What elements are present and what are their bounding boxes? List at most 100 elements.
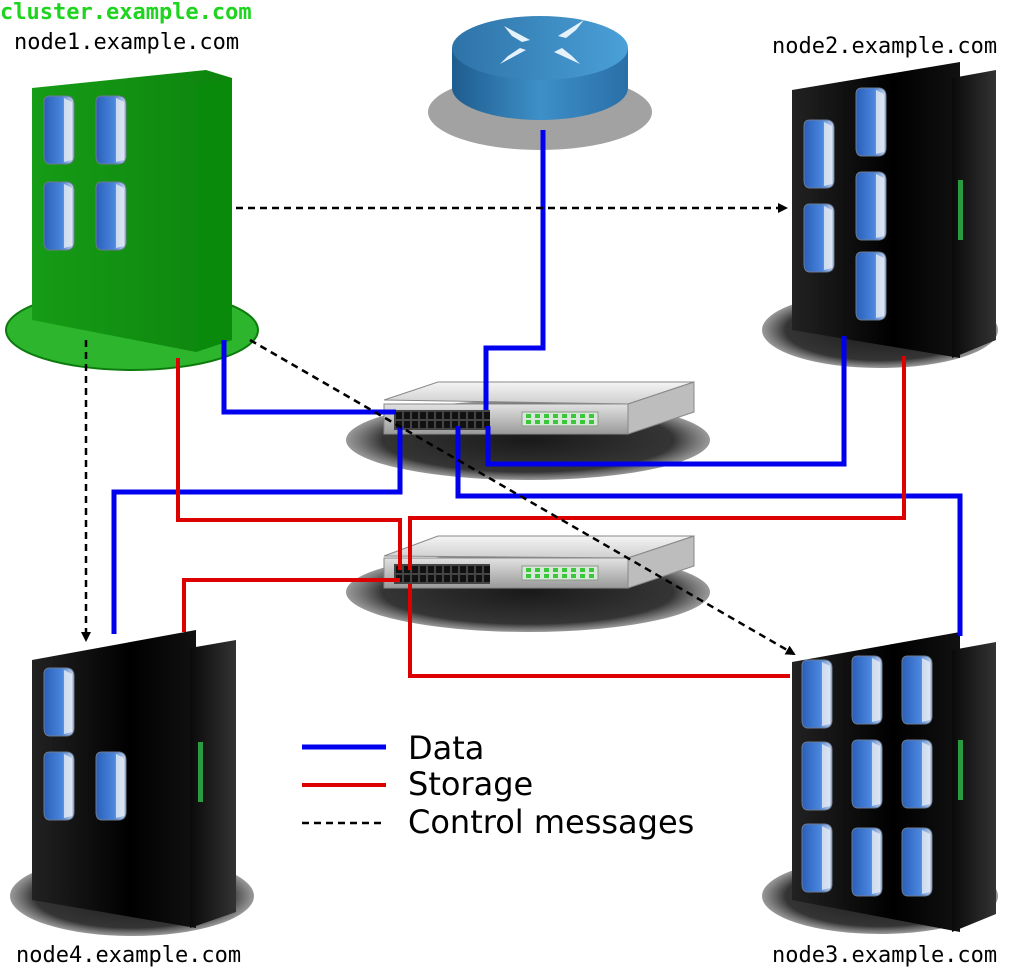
switch-led	[562, 414, 567, 418]
switch-led	[580, 414, 585, 418]
node2-label: node2.example.com	[772, 34, 997, 59]
switch-port	[484, 412, 490, 419]
switch-port	[476, 412, 482, 419]
node1-label: node1.example.com	[14, 30, 239, 55]
switch-led	[589, 420, 594, 424]
node3-label: node3.example.com	[772, 943, 997, 968]
switch-port	[444, 412, 450, 419]
switch-port	[452, 575, 458, 582]
node1-server-icon	[5, 70, 259, 371]
switch-port	[484, 566, 490, 573]
switch-port	[404, 412, 410, 419]
switch-led	[562, 420, 567, 424]
switch-port	[396, 421, 402, 428]
switch-port	[484, 575, 490, 582]
switch-port	[404, 566, 410, 573]
router-icon	[428, 16, 652, 150]
switch-port	[436, 421, 442, 428]
switch-port	[412, 421, 418, 428]
node4-server-icon	[10, 630, 254, 936]
switch-port	[412, 412, 418, 419]
data-link-node2-switch	[485, 336, 847, 467]
switch-port	[412, 566, 418, 573]
switch-port	[452, 412, 458, 419]
node2-server-icon	[762, 62, 998, 368]
switch-port	[444, 421, 450, 428]
storage-link-node2-switch	[408, 356, 906, 570]
legend-control-label: Control messages	[408, 803, 694, 841]
switch-led	[571, 568, 576, 572]
switch-led	[589, 568, 594, 572]
storage-switch	[346, 535, 710, 632]
switch-port	[436, 575, 442, 582]
switch-led	[544, 574, 549, 578]
legend-data-label: Data	[408, 729, 484, 767]
switch-port	[444, 575, 450, 582]
node4-label: node4.example.com	[16, 943, 241, 968]
switch-led	[526, 568, 531, 572]
storage-links	[176, 356, 906, 678]
switch-led	[535, 420, 540, 424]
switch-port	[452, 421, 458, 428]
switch-led	[553, 420, 558, 424]
switch-port	[420, 575, 426, 582]
control-link-node1-node3	[249, 338, 796, 656]
switch-port	[468, 421, 474, 428]
switch-led	[571, 420, 576, 424]
legend-storage-label: Storage	[408, 765, 533, 803]
storage-link-node4-switch	[182, 578, 400, 632]
switch-port	[484, 421, 490, 428]
switch-led	[535, 568, 540, 572]
switch-port	[404, 575, 410, 582]
switch-port	[420, 566, 426, 573]
switch-port	[404, 421, 410, 428]
switch-port	[476, 566, 482, 573]
switch-leds	[521, 411, 599, 427]
switch-port	[476, 421, 482, 428]
switch-led	[589, 574, 594, 578]
switch-led	[553, 568, 558, 572]
legend: Data Storage Control messages	[302, 729, 694, 841]
switch-led	[562, 568, 567, 572]
data-link-node1-switch	[221, 340, 396, 415]
switch-led	[526, 414, 531, 418]
switch-led	[526, 420, 531, 424]
switch-port	[396, 412, 402, 419]
switch-led	[544, 414, 549, 418]
switch-led	[553, 414, 558, 418]
data-link-node4-switch	[111, 426, 403, 634]
switch-port	[428, 412, 434, 419]
switch-port	[476, 575, 482, 582]
switch-led	[544, 420, 549, 424]
router-arrows-icon	[500, 20, 584, 64]
switch-port	[420, 412, 426, 419]
switch-port	[428, 566, 434, 573]
switch-port	[452, 566, 458, 573]
storage-link-node3-switch	[408, 584, 790, 678]
switch-port	[468, 566, 474, 573]
switch-led	[571, 574, 576, 578]
switch-port	[436, 412, 442, 419]
switch-port	[420, 421, 426, 428]
switch-led	[580, 574, 585, 578]
switch-port	[460, 566, 466, 573]
switch-port	[460, 412, 466, 419]
node3-server-icon	[762, 632, 998, 934]
switch-port	[436, 566, 442, 573]
control-links	[81, 203, 796, 656]
switch-led	[535, 574, 540, 578]
cluster-label: cluster.example.com	[0, 0, 252, 25]
switch-led	[562, 574, 567, 578]
storage-link-node1-switch	[176, 358, 402, 570]
data-link-router-switch	[483, 130, 546, 410]
switch-port	[412, 575, 418, 582]
switch-led	[580, 420, 585, 424]
switch-led	[544, 568, 549, 572]
switch-led	[589, 414, 594, 418]
switch-port	[468, 412, 474, 419]
switch-led	[553, 574, 558, 578]
switch-port	[460, 575, 466, 582]
switch-led	[535, 414, 540, 418]
switch-port	[460, 421, 466, 428]
